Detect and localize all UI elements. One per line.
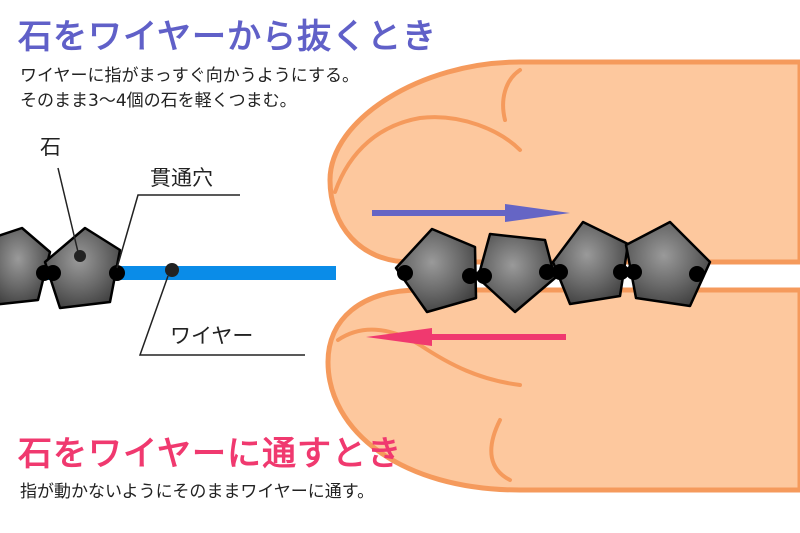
hole-dot xyxy=(476,268,492,284)
instruction-line: そのまま3～4個の石を軽くつまむ。 xyxy=(20,91,297,111)
hole-dot xyxy=(45,265,61,281)
hole-dot xyxy=(397,265,413,281)
instruction-thread: 指が動かないようにそのままワイヤーに通す。 xyxy=(20,482,375,502)
hole-dot xyxy=(462,268,478,284)
hole-dot xyxy=(613,264,629,280)
instructions-remove: ワイヤーに指がまっすぐ向かうようにする。 そのまま3～4個の石を軽くつまむ。 xyxy=(20,64,359,114)
pinched-stones xyxy=(394,220,712,314)
arrow-inward xyxy=(366,328,566,346)
arrow-outward xyxy=(372,204,570,222)
label-wire: ワイヤー xyxy=(170,324,254,348)
hole-dot xyxy=(626,264,642,280)
hole-dot xyxy=(539,264,555,280)
label-leaders xyxy=(57,167,305,356)
wire-marker-dot xyxy=(165,263,179,277)
label-through-hole: 貫通穴 xyxy=(150,166,213,190)
hole-dot xyxy=(552,264,568,280)
stone-labeled xyxy=(43,226,122,310)
label-stone: 石 xyxy=(40,135,61,159)
heading-remove-from-wire: 石をワイヤーから抜くとき xyxy=(18,17,437,57)
hole-dot xyxy=(689,266,705,282)
heading-thread-onto-wire: 石をワイヤーに通すとき xyxy=(18,434,402,474)
instruction-line: ワイヤーに指がまっすぐ向かうようにする。 xyxy=(20,66,359,86)
stone-marker-dot xyxy=(74,250,86,262)
upper-finger xyxy=(327,59,800,265)
hole-dot xyxy=(109,265,125,281)
